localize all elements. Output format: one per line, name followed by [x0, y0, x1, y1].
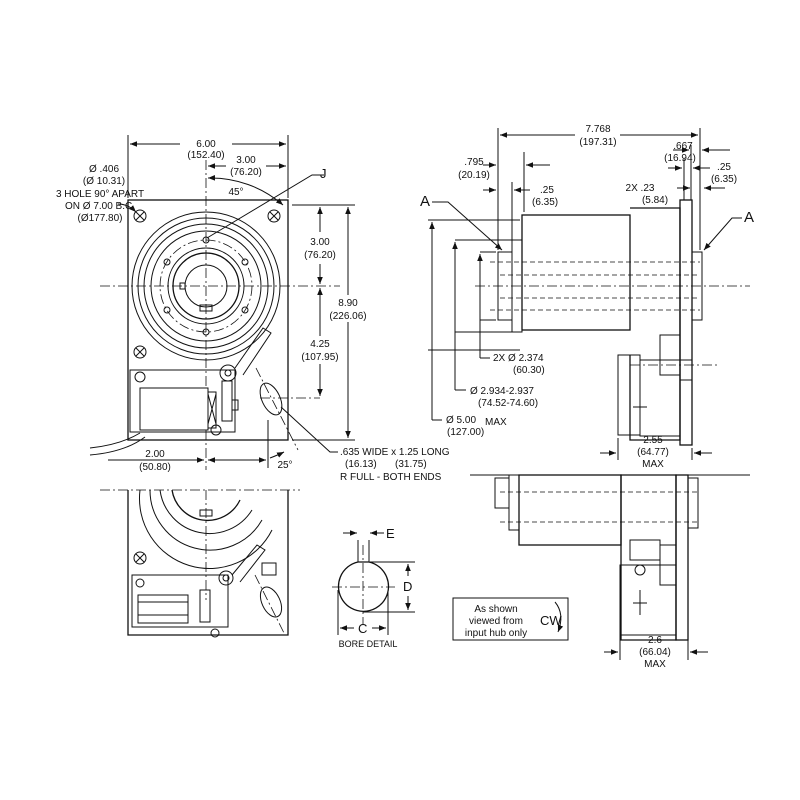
dim-bottom-depth-in: 2.6 — [648, 635, 662, 646]
front-dimensions: 6.00 (152.40) 3.00 (76.20) 45° J Ø .406 … — [56, 135, 450, 483]
dim-left-hub-in: .25 — [540, 185, 554, 196]
dim-left-offset-mm: (20.19) — [458, 170, 490, 181]
dim-lower-in: 4.25 — [310, 339, 330, 350]
dim-half-width-mm: (76.20) — [230, 167, 262, 178]
rotation-direction: CW — [540, 613, 562, 628]
label-j: J — [320, 166, 327, 181]
dim-left-offset-in: .795 — [464, 157, 484, 168]
dim-width-in: 6.00 — [196, 139, 216, 150]
hole-note-line: (Ø177.80) — [77, 213, 122, 224]
angle-45: 45° — [228, 187, 243, 198]
bore-label-d: D — [403, 579, 412, 594]
dim-height-mm: (226.06) — [329, 311, 366, 322]
bore-detail: E D C BORE DETAIL — [332, 526, 415, 649]
slot-note-2: R FULL - BOTH ENDS — [340, 472, 442, 483]
dim-upper-in: 3.00 — [310, 237, 330, 248]
dim-width-mm: (152.40) — [187, 150, 224, 161]
front-view — [89, 160, 340, 470]
label-a-right: A — [744, 209, 754, 226]
slot-mm-width: (16.13) — [345, 459, 377, 470]
slot-note: .635 WIDE x 1.25 LONG — [340, 447, 450, 458]
dim-hub-dia-mm: (60.30) — [513, 365, 545, 376]
dim-upper-mm: (76.20) — [304, 250, 336, 261]
dim-body-dia-in: Ø 5.00 — [446, 415, 476, 426]
dim-depth-in: 2.55 — [643, 435, 663, 446]
hole-note-line: (Ø 10.31) — [83, 176, 125, 187]
dim-offset-mm: (50.80) — [139, 462, 171, 473]
dim-right-offset-in: .667 — [673, 141, 693, 152]
dim-overall-mm: (197.31) — [579, 137, 616, 148]
rotation-note-line: input hub only — [465, 628, 527, 639]
side-view — [475, 199, 750, 446]
angle-25: 25° — [277, 460, 292, 471]
bore-label-e: E — [386, 526, 395, 541]
dim-hub-dia-in: 2X Ø 2.374 — [493, 353, 544, 364]
dim-flange-in: 2X .23 — [626, 183, 655, 194]
hole-note-line: ON Ø 7.00 B.C. — [65, 201, 135, 212]
dim-lower-mm: (107.95) — [301, 352, 338, 363]
dim-right-offset-mm: (16.94) — [664, 153, 696, 164]
lower-front-view — [100, 489, 300, 638]
dim-pilot-dia-mm: (74.52-74.60) — [478, 398, 538, 409]
dim-depth-max: MAX — [642, 459, 664, 470]
side-dimensions: 7.768 (197.31) .795 (20.19) .25 (6.35) .… — [420, 124, 754, 470]
mounting-hole — [267, 209, 281, 223]
dim-right-hub-in: .25 — [717, 162, 731, 173]
bore-detail-title: BORE DETAIL — [339, 639, 398, 649]
bottom-side-view: 2.6 (66.04) MAX — [470, 474, 750, 670]
dim-depth-mm: (64.77) — [637, 447, 669, 458]
hole-note-line: 3 HOLE 90° APART — [56, 189, 144, 200]
dim-bottom-depth-max: MAX — [644, 659, 666, 670]
rotation-note: As shown viewed from input hub only CW — [452, 597, 569, 641]
bore-label-c: C — [358, 621, 367, 636]
dim-left-hub-mm: (6.35) — [532, 197, 558, 208]
dim-right-hub-mm: (6.35) — [711, 174, 737, 185]
dim-half-width-in: 3.00 — [236, 155, 256, 166]
mounting-hole — [133, 345, 147, 359]
cw-arrow-icon — [554, 601, 564, 633]
dim-body-dia-mm: (127.00) — [447, 427, 484, 438]
hole-note-line: Ø .406 — [89, 164, 119, 175]
dim-bottom-depth-mm: (66.04) — [639, 647, 671, 658]
slot-mm-length: (31.75) — [395, 459, 427, 470]
label-a-left: A — [420, 193, 430, 210]
dim-offset-in: 2.00 — [145, 449, 165, 460]
dim-height-in: 8.90 — [338, 298, 358, 309]
rotation-note-line: As shown — [474, 604, 517, 615]
dim-flange-mm: (5.84) — [642, 195, 668, 206]
dim-body-dia-max: MAX — [485, 417, 507, 428]
dim-overall-in: 7.768 — [585, 124, 610, 135]
mounting-hole — [133, 209, 147, 223]
rotation-note-line: viewed from — [469, 616, 523, 627]
dim-pilot-dia-in: Ø 2.934-2.937 — [470, 386, 534, 397]
